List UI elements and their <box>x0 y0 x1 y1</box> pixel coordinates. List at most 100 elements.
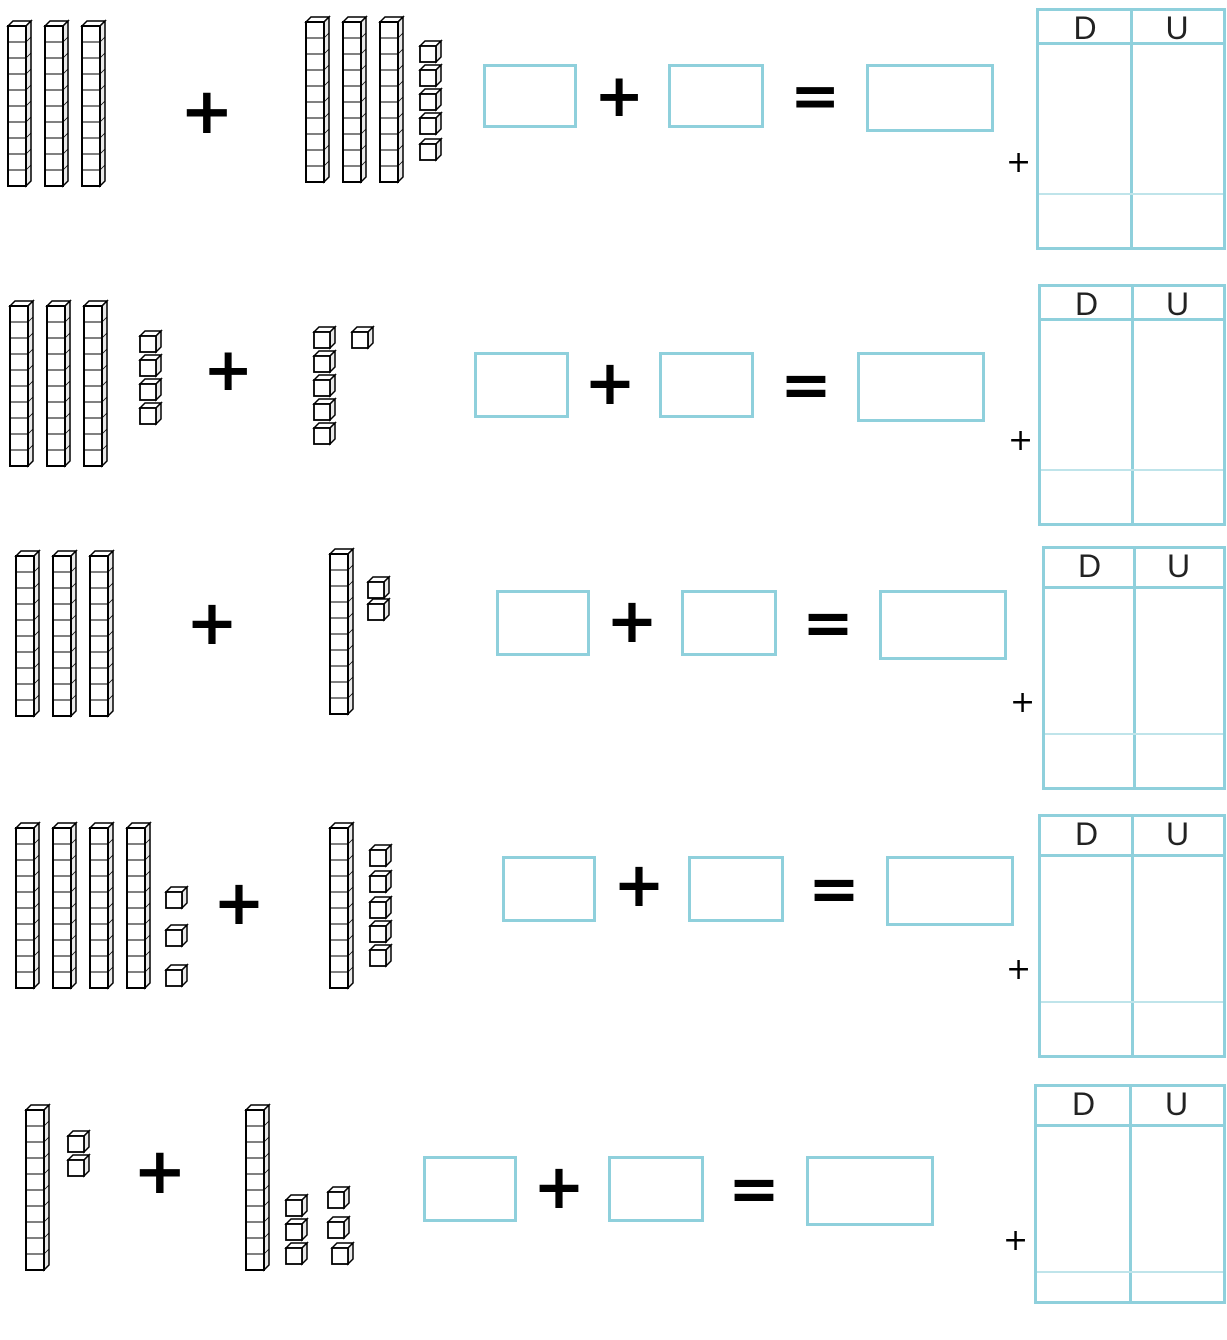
unit-cube <box>328 1187 349 1208</box>
equals-sign: = <box>802 592 854 654</box>
column-addition-plus: + <box>1006 955 1031 985</box>
equals-sign: = <box>780 354 832 416</box>
ten-rod <box>26 1105 49 1270</box>
ten-rod <box>90 823 113 988</box>
units-label: U <box>1132 819 1223 849</box>
ten-rod <box>343 17 366 182</box>
unit-cube <box>140 355 161 376</box>
equation-plus-sign: + <box>613 854 665 916</box>
column-addition-plus: + <box>1008 426 1033 456</box>
unit-cube <box>420 41 441 62</box>
ten-rod <box>45 21 68 186</box>
manipulatives-5 <box>0 1080 460 1340</box>
sum-answer-box[interactable] <box>806 1156 934 1226</box>
ten-rod <box>330 823 353 988</box>
ten-rod <box>16 551 39 716</box>
ten-rod <box>380 17 403 182</box>
addition-sign: + <box>203 340 253 400</box>
unit-cube <box>420 65 441 86</box>
sum-answer-box[interactable] <box>857 352 985 422</box>
equation-plus-sign: + <box>584 352 636 414</box>
unit-cube <box>368 599 389 620</box>
units-label: U <box>1131 13 1223 43</box>
addend-2-answer-box[interactable] <box>668 64 764 128</box>
equals-sign: = <box>808 858 860 920</box>
ten-rod <box>16 823 39 988</box>
ten-rod <box>10 301 33 466</box>
column-divider <box>1130 11 1133 247</box>
unit-cube <box>368 577 389 598</box>
unit-cube <box>420 89 441 110</box>
addend-1-answer-box[interactable] <box>483 64 577 128</box>
manipulatives-2 <box>0 290 460 550</box>
ten-rod <box>330 549 353 714</box>
unit-cube <box>314 351 335 372</box>
unit-cube <box>370 897 391 918</box>
sum-answer-box[interactable] <box>866 64 994 132</box>
ten-rod <box>53 551 76 716</box>
tens-units-table: D U <box>1034 1084 1226 1304</box>
addend-1-answer-box[interactable] <box>423 1156 517 1222</box>
sum-answer-box[interactable] <box>879 590 1007 660</box>
ten-rod <box>246 1105 269 1270</box>
equals-sign: = <box>728 1158 780 1220</box>
tens-units-table: D U <box>1038 284 1226 526</box>
column-addition-plus: + <box>1006 148 1031 178</box>
addition-sign: + <box>180 80 234 144</box>
equation-plus-sign: + <box>606 590 658 652</box>
units-label: U <box>1130 1089 1223 1119</box>
tens-label: D <box>1045 551 1134 581</box>
column-addition-plus: + <box>1010 688 1035 718</box>
unit-cube <box>314 399 335 420</box>
column-divider <box>1133 549 1136 787</box>
addend-2-answer-box[interactable] <box>608 1156 704 1222</box>
addend-1-answer-box[interactable] <box>502 856 596 922</box>
tens-label: D <box>1039 13 1131 43</box>
sum-line <box>1037 1271 1223 1273</box>
unit-cube <box>328 1217 349 1238</box>
column-divider <box>1129 1087 1132 1301</box>
unit-cube <box>166 925 187 946</box>
equation-plus-sign: + <box>533 1156 585 1218</box>
equals-sign: = <box>790 66 840 126</box>
unit-cube <box>352 327 373 348</box>
ten-rod <box>84 301 107 466</box>
unit-cube <box>314 327 335 348</box>
addend-2-answer-box[interactable] <box>681 590 777 656</box>
unit-cube <box>370 845 391 866</box>
unit-cube <box>370 871 391 892</box>
manipulatives-3 <box>0 540 460 800</box>
unit-cube <box>286 1243 307 1264</box>
ten-rod <box>306 17 329 182</box>
addend-1-answer-box[interactable] <box>474 352 569 418</box>
unit-cube <box>370 945 391 966</box>
unit-cube <box>420 139 441 160</box>
unit-cube <box>140 379 161 400</box>
unit-cube <box>332 1243 353 1264</box>
sum-answer-box[interactable] <box>886 856 1014 926</box>
sum-line <box>1045 733 1223 735</box>
addition-sign: + <box>186 592 238 654</box>
tens-units-table: D U <box>1036 8 1226 250</box>
ten-rod <box>8 21 31 186</box>
tens-units-table: D U <box>1038 814 1226 1058</box>
ten-rod <box>127 823 150 988</box>
sum-line <box>1041 1001 1223 1003</box>
ten-rod <box>53 823 76 988</box>
unit-cube <box>166 887 187 908</box>
unit-cube <box>286 1219 307 1240</box>
unit-cube <box>68 1131 89 1152</box>
addend-2-answer-box[interactable] <box>659 352 754 418</box>
column-addition-plus: + <box>1003 1226 1028 1256</box>
sum-line <box>1039 193 1223 195</box>
unit-cube <box>68 1155 89 1176</box>
unit-cube <box>140 403 161 424</box>
column-divider <box>1131 287 1134 523</box>
addition-sign: + <box>213 872 265 934</box>
ten-rod <box>47 301 70 466</box>
units-label: U <box>1134 551 1223 581</box>
tens-label: D <box>1037 1089 1130 1119</box>
addend-1-answer-box[interactable] <box>496 590 590 656</box>
units-label: U <box>1132 289 1223 319</box>
addend-2-answer-box[interactable] <box>688 856 784 922</box>
